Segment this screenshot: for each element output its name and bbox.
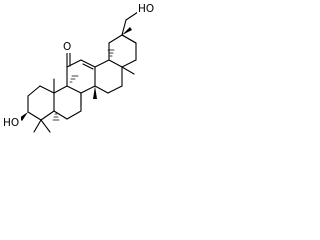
ring-c: [66, 59, 96, 94]
c20-methyl-wedge: [122, 27, 132, 35]
c14-methyl-wedge: [93, 86, 97, 99]
ring-d: [94, 59, 123, 94]
c3-hydroxyl-wedge: [19, 112, 28, 121]
c9-hydrogen-hash: [69, 75, 79, 83]
hydroxyl-left-label: HO: [3, 117, 19, 129]
c12-c13-double-bond: [82, 63, 94, 70]
ring-b: [53, 85, 82, 120]
c20-methyl: [121, 34, 137, 44]
c5-hydrogen-hash: [52, 113, 60, 121]
c18-hydrogen-hash: [107, 49, 115, 57]
c20-hydroxymethyl-bond: [121, 19, 127, 36]
ketone-double-bond: [66, 51, 71, 68]
ring-a: [27, 85, 55, 121]
c4-gem-dimethyl: [33, 119, 51, 133]
hydroxymethyl-to-oxygen: [125, 11, 139, 21]
chemical-structure-diagram: O HO HO: [2, 2, 157, 133]
hydroxyl-top-label: HO: [138, 3, 154, 15]
ketone-oxygen-label: O: [63, 41, 71, 53]
c17-methyl: [121, 66, 135, 75]
